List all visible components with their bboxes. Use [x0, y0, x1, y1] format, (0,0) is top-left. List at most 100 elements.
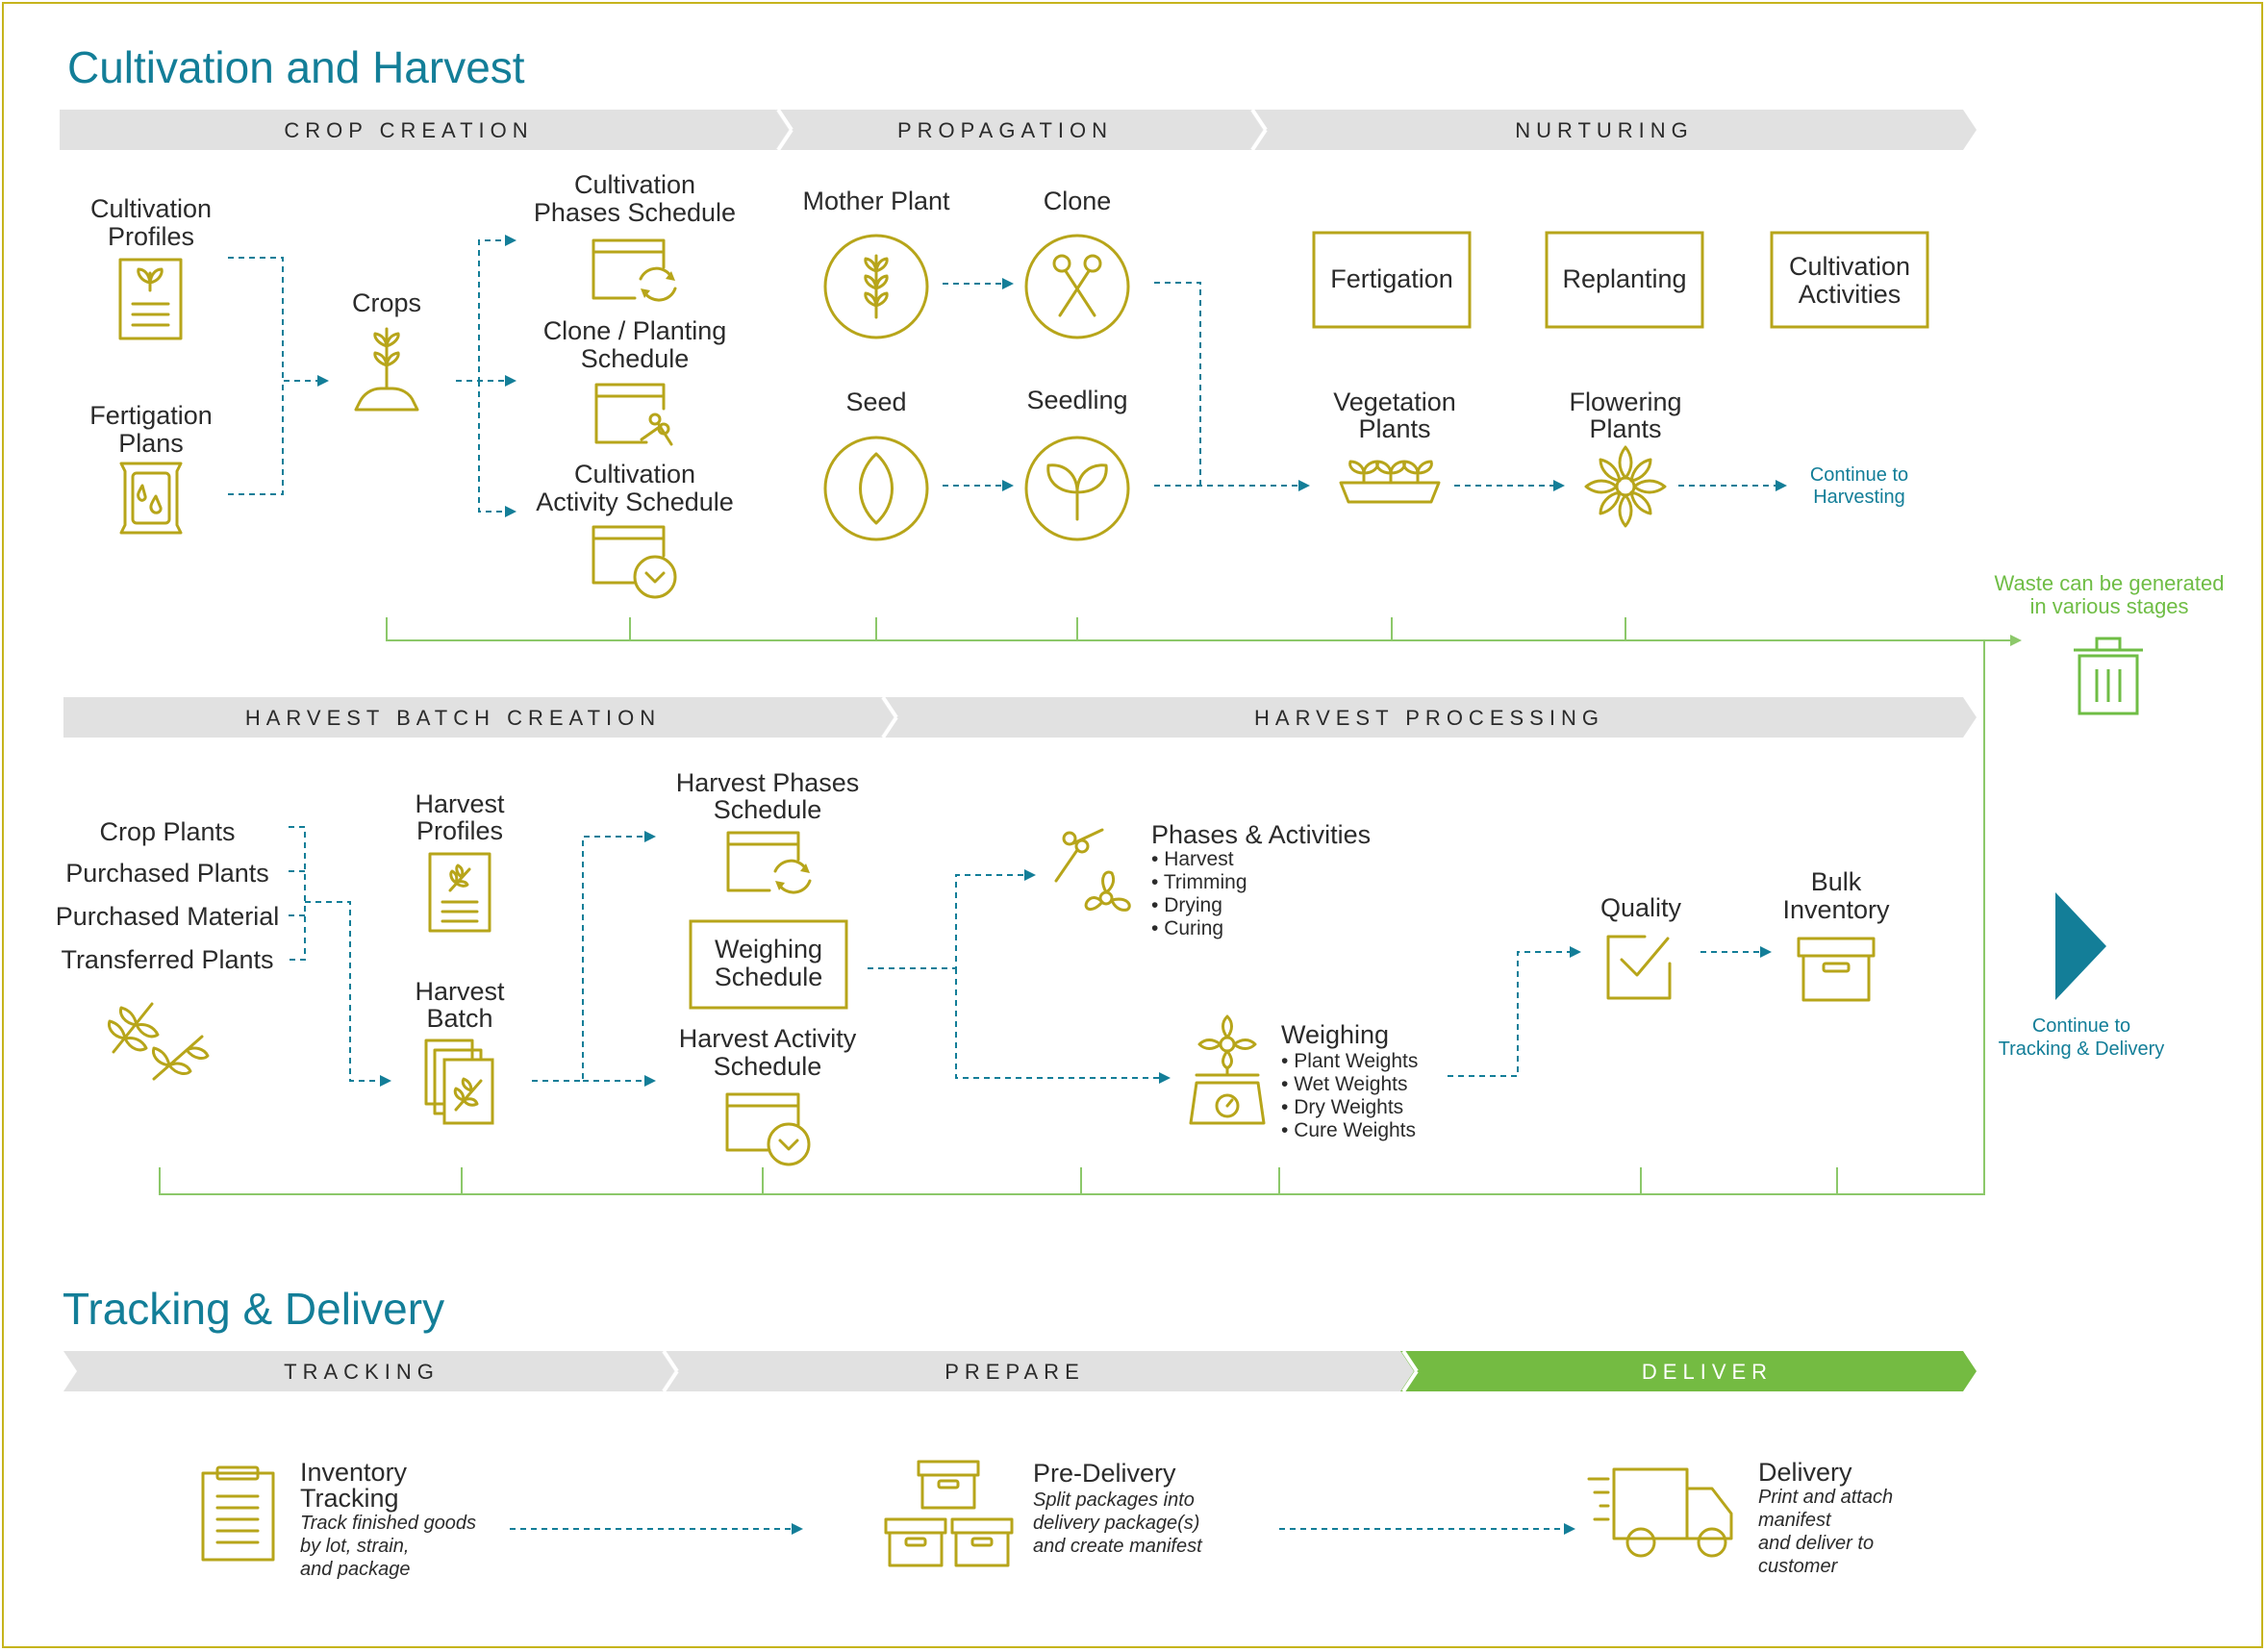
- inventory-desc-3: and package: [300, 1559, 411, 1580]
- delivery-desc-2: manifest: [1758, 1510, 1832, 1531]
- label-continue-harvesting-2: Harvesting: [1813, 487, 1905, 508]
- label-vegetation-1: Vegetation: [1333, 388, 1456, 416]
- label-flowering-2: Plants: [1589, 414, 1661, 443]
- band-prepare: [661, 1351, 1414, 1391]
- checkbox-icon: [1606, 935, 1672, 1000]
- label-continue-tracking-1: Continue to: [2032, 1015, 2130, 1037]
- band-deliver: [1400, 1351, 1977, 1391]
- label-harvest-phases-1: Harvest Phases: [676, 768, 860, 797]
- band-nurturing: [1249, 110, 1977, 150]
- label-source-purchased-plants: Purchased Plants: [65, 859, 269, 888]
- band-propagation: [775, 110, 1263, 150]
- label-seedling: Seedling: [1026, 386, 1127, 414]
- weighing-schedule-box: [689, 919, 848, 1010]
- label-continue-tracking-2: Tracking & Delivery: [1999, 1039, 2165, 1060]
- label-source-transferred-plants: Transferred Plants: [61, 945, 273, 974]
- label-cultivation-activities-2: Activities: [1799, 280, 1902, 309]
- leaves-icon: [108, 1002, 210, 1081]
- band-crop-creation: [60, 110, 789, 150]
- calendar-clock-icon: [725, 1092, 811, 1166]
- weighing-item-plant: • Plant Weights: [1281, 1050, 1418, 1072]
- phases-item-trimming: • Trimming: [1151, 871, 1247, 893]
- band-harvest-processing: [880, 697, 1977, 738]
- label-cultivation-activities-1: Cultivation: [1789, 252, 1910, 281]
- label-inventory-tracking-1: Inventory: [300, 1458, 408, 1487]
- band-label-prepare: PREPARE: [945, 1360, 1085, 1384]
- fertilizer-bag-icon: [119, 462, 183, 535]
- flower-icon: [1584, 445, 1667, 528]
- label-waste-1: Waste can be generated: [1995, 571, 2225, 595]
- label-fertigation: Fertigation: [1330, 264, 1453, 293]
- delivery-desc-1: Print and attach: [1758, 1487, 1893, 1508]
- label-source-purchased-material: Purchased Material: [56, 902, 280, 931]
- label-mother-plant: Mother Plant: [802, 187, 950, 215]
- box-icon: [1797, 937, 1876, 1002]
- seed-icon: [823, 436, 929, 541]
- phases-item-curing: • Curing: [1151, 917, 1223, 939]
- label-seed: Seed: [845, 388, 906, 416]
- label-quality: Quality: [1600, 893, 1682, 922]
- label-delivery: Delivery: [1758, 1458, 1852, 1487]
- label-bulk-1: Bulk: [1811, 867, 1862, 896]
- fertigation-box: [1312, 231, 1472, 329]
- predelivery-desc-1: Split packages into: [1033, 1489, 1195, 1511]
- label-waste-2: in various stages: [2029, 594, 2188, 618]
- label-continue-harvesting-1: Continue to: [1810, 464, 1908, 486]
- phases-item-drying: • Drying: [1151, 894, 1222, 916]
- label-harvest-profiles-2: Profiles: [416, 816, 503, 845]
- label-weighing-schedule-2: Schedule: [715, 963, 823, 991]
- inventory-desc-1: Track finished goods: [300, 1513, 476, 1534]
- weighing-item-cure: • Cure Weights: [1281, 1119, 1416, 1141]
- label-cultivation-profiles-2: Profiles: [108, 222, 194, 251]
- scissors-fan-icon: [1054, 828, 1131, 912]
- label-harvest-phases-2: Schedule: [714, 795, 822, 824]
- label-harvest-batch-2: Batch: [426, 1004, 492, 1033]
- calendar-cycle-icon: [726, 831, 812, 894]
- label-crops: Crops: [352, 288, 421, 317]
- label-harvest-activity-2: Schedule: [714, 1052, 822, 1081]
- label-phases-activities: Phases & Activities: [1151, 820, 1371, 849]
- label-clone-schedule-2: Schedule: [581, 344, 690, 373]
- wheat-icon: [823, 234, 929, 339]
- truck-icon: [1587, 1467, 1733, 1558]
- predelivery-desc-3: and create manifest: [1033, 1536, 1203, 1557]
- label-harvest-profiles-1: Harvest: [415, 789, 505, 818]
- clipboard-icon: [201, 1465, 275, 1562]
- label-clone: Clone: [1044, 187, 1112, 215]
- play-arrow-icon: [2055, 892, 2106, 1000]
- replanting-box: [1545, 231, 1704, 329]
- label-cultivation-phases-2: Phases Schedule: [534, 198, 736, 227]
- label-clone-schedule-1: Clone / Planting: [543, 316, 727, 345]
- weighing-item-wet: • Wet Weights: [1281, 1073, 1407, 1095]
- scissors-icon: [1024, 234, 1130, 339]
- label-fertigation-plans-1: Fertigation: [89, 401, 213, 430]
- label-cultivation-profiles-1: Cultivation: [90, 194, 212, 223]
- sprout-icon: [354, 327, 419, 412]
- boxes-icon: [884, 1460, 1014, 1567]
- label-predelivery: Pre-Delivery: [1033, 1459, 1176, 1488]
- phases-item-harvest: • Harvest: [1151, 848, 1234, 870]
- document-leaf-icon: [428, 852, 491, 933]
- trash-icon: [2074, 637, 2143, 715]
- predelivery-desc-2: delivery package(s): [1033, 1513, 1199, 1534]
- label-vegetation-2: Plants: [1358, 414, 1430, 443]
- band-label-crop-creation: CROP CREATION: [284, 118, 533, 142]
- label-cultivation-phases-1: Cultivation: [574, 170, 695, 199]
- calendar-clock-icon: [592, 525, 677, 599]
- weighing-item-dry: • Dry Weights: [1281, 1096, 1403, 1118]
- label-weighing-schedule-1: Weighing: [715, 935, 822, 964]
- section-title-cultivation: Cultivation and Harvest: [67, 42, 525, 92]
- cultivation-activities-box: [1770, 231, 1929, 329]
- label-source-crop-plants: Crop Plants: [99, 817, 235, 846]
- label-activity-schedule-1: Cultivation: [574, 460, 695, 488]
- band-label-harvest-processing: HARVEST PROCESSING: [1254, 706, 1604, 730]
- calendar-cycle-icon: [592, 238, 677, 302]
- delivery-desc-4: customer: [1758, 1556, 1839, 1577]
- delivery-desc-3: and deliver to: [1758, 1533, 1874, 1554]
- inventory-desc-2: by lot, strain,: [300, 1536, 409, 1557]
- scale-icon: [1189, 1014, 1266, 1125]
- label-harvest-batch-1: Harvest: [415, 977, 505, 1006]
